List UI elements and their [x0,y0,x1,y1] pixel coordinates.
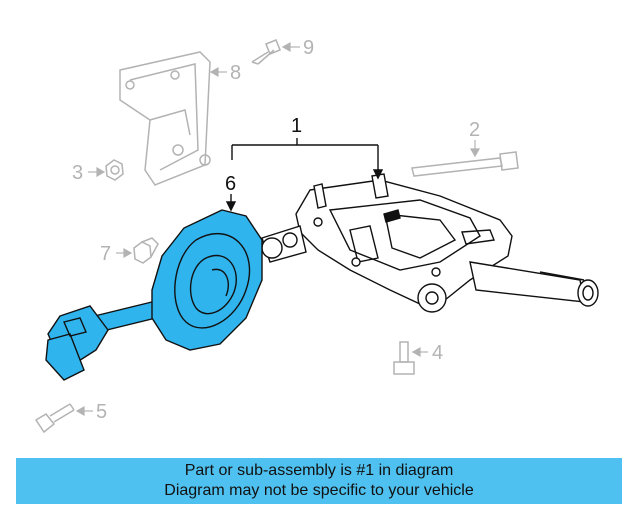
bolt-part-4[interactable] [393,341,415,375]
banner-line-2: Diagram may not be specific to your vehi… [164,482,474,499]
parts-diagram: 8 9 3 2 7 [34,37,599,434]
bolt-part-2[interactable] [411,151,519,177]
leader-5 [75,405,93,417]
leader-6 [225,194,237,212]
leader-2 [469,140,481,158]
info-banner: Part or sub-assembly is #1 in diagram Di… [16,458,622,504]
callout-4: 4 [432,342,443,364]
callout-2: 2 [469,119,480,141]
leader-4 [411,346,428,358]
nut-part-3[interactable] [105,159,124,181]
banner-line-1: Part or sub-assembly is #1 in diagram [184,462,454,479]
intermediate-shaft-part-6[interactable] [45,209,263,381]
steering-column-part-1[interactable] [261,173,599,313]
nut-part-7[interactable] [133,237,159,264]
bolt-part-5[interactable] [34,403,75,434]
leader-3 [88,166,106,178]
leader-1 [231,138,384,180]
leader-7 [116,247,133,259]
callout-1: 1 [291,115,302,137]
callout-8: 8 [230,62,241,84]
bracket-part-8[interactable] [119,51,211,186]
callout-7: 7 [100,243,111,265]
bolt-part-9[interactable] [251,39,281,65]
callout-3: 3 [72,162,83,184]
callout-9: 9 [303,37,314,59]
leader-8 [209,66,227,78]
callout-5: 5 [96,401,107,423]
callout-6: 6 [225,173,236,195]
leader-9 [281,41,300,53]
